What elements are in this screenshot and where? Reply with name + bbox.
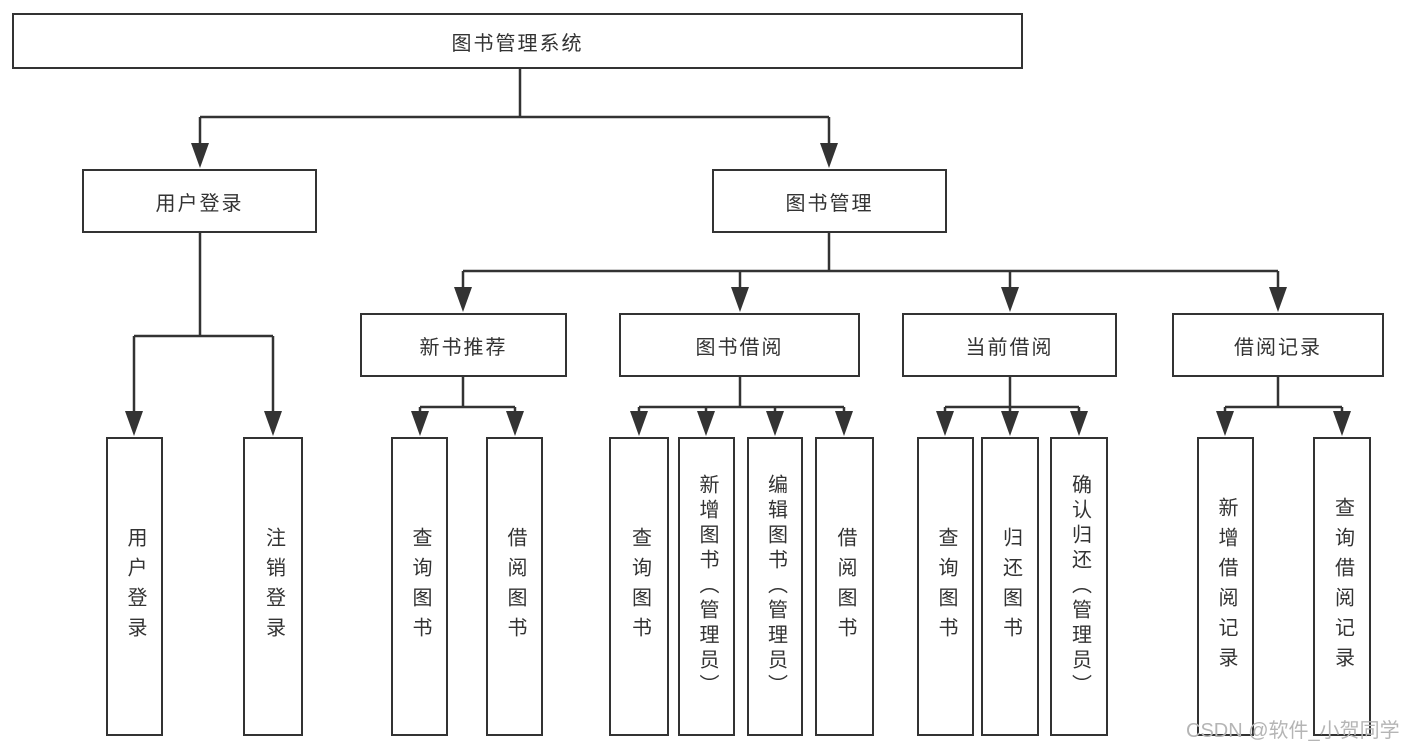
node-new-book-rec: 新书推荐 xyxy=(360,313,567,377)
node-bb-borrow-book: 借阅图书 xyxy=(815,437,874,736)
node-br-query-record: 查询借阅记录 xyxy=(1313,437,1371,736)
node-bb-query-book: 查询图书 xyxy=(609,437,669,736)
node-cb-query-book: 查询图书 xyxy=(917,437,974,736)
node-leaf-logout: 注销登录 xyxy=(243,437,303,736)
node-cb-confirm-return: 确认归还（管理员） xyxy=(1050,437,1108,736)
node-cb-return-book-label: 归还图书 xyxy=(999,526,1022,647)
node-rec-borrow-book-label: 借阅图书 xyxy=(504,526,526,647)
node-leaf-user-login: 用户登录 xyxy=(106,437,163,736)
connector-current-borrow xyxy=(936,377,1088,436)
connector-borrow-records xyxy=(1216,377,1351,436)
node-rec-query-book: 查询图书 xyxy=(391,437,448,736)
node-bb-edit-book-label: 编辑图书（管理员） xyxy=(764,474,787,699)
connector-book-borrow xyxy=(630,377,853,436)
node-leaf-logout-label: 注销登录 xyxy=(262,526,285,647)
node-leaf-user-login-label: 用户登录 xyxy=(124,526,146,647)
node-bb-add-book: 新增图书（管理员） xyxy=(678,437,735,736)
connector-root xyxy=(191,69,838,168)
node-borrow-records: 借阅记录 xyxy=(1172,313,1384,377)
node-bb-edit-book: 编辑图书（管理员） xyxy=(747,437,803,736)
node-current-borrow: 当前借阅 xyxy=(902,313,1117,377)
node-br-query-record-label: 查询借阅记录 xyxy=(1331,496,1354,677)
node-root-label: 图书管理系统 xyxy=(451,32,584,55)
node-bb-borrow-book-label: 借阅图书 xyxy=(834,526,856,647)
node-current-borrow-label: 当前借阅 xyxy=(965,336,1054,359)
node-book-mgmt: 图书管理 xyxy=(712,169,947,233)
node-cb-return-book: 归还图书 xyxy=(981,437,1039,736)
node-root: 图书管理系统 xyxy=(12,13,1023,69)
node-book-mgmt-label: 图书管理 xyxy=(785,192,874,215)
node-cb-query-book-label: 查询图书 xyxy=(935,526,957,647)
connector-book-mgmt xyxy=(454,233,1287,312)
node-br-add-record-label: 新增借阅记录 xyxy=(1215,496,1237,677)
connector-new-book-rec xyxy=(411,377,524,436)
watermark: CSDN @软件_小贺同学 xyxy=(1186,720,1400,742)
node-book-borrow: 图书借阅 xyxy=(619,313,860,377)
node-rec-query-book-label: 查询图书 xyxy=(409,526,431,647)
node-br-add-record: 新增借阅记录 xyxy=(1197,437,1254,736)
node-borrow-records-label: 借阅记录 xyxy=(1234,336,1322,359)
node-new-book-rec-label: 新书推荐 xyxy=(419,336,508,359)
node-book-borrow-label: 图书借阅 xyxy=(695,336,784,359)
connector-user-login xyxy=(125,233,282,436)
node-bb-add-book-label: 新增图书（管理员） xyxy=(696,474,718,699)
node-rec-borrow-book: 借阅图书 xyxy=(486,437,543,736)
node-user-login: 用户登录 xyxy=(82,169,317,233)
node-bb-query-book-label: 查询图书 xyxy=(628,526,651,647)
node-cb-confirm-return-label: 确认归还（管理员） xyxy=(1068,474,1091,699)
node-user-login-label: 用户登录 xyxy=(155,192,244,215)
